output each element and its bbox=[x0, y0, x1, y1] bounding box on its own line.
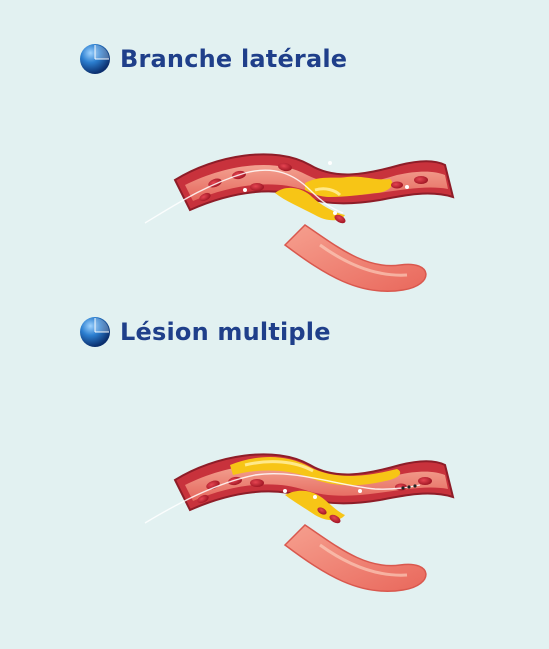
artery-side-branch-illustration bbox=[144, 153, 455, 292]
section-heading: Lésion multiple bbox=[78, 315, 331, 349]
section-heading: Branche latérale bbox=[78, 42, 347, 76]
section-title: Branche latérale bbox=[120, 45, 348, 73]
artery-multiple-lesion-illustration bbox=[144, 453, 455, 592]
blue-sphere-icon bbox=[80, 44, 110, 74]
section-lesion-multiple: Lésion multiple bbox=[0, 300, 549, 649]
section-title: Lésion multiple bbox=[120, 318, 331, 346]
blue-sphere-icon bbox=[80, 317, 110, 347]
section-branche-laterale: Branche latérale bbox=[0, 0, 549, 300]
